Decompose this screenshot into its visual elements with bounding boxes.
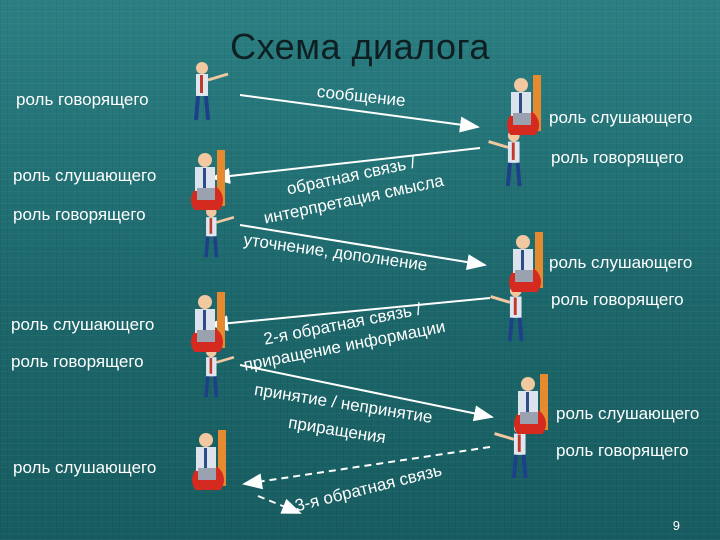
speaker-figure-icon xyxy=(490,284,524,342)
right-role-listener-1: роль слушающего xyxy=(549,108,693,127)
right-role-speaker-1: роль говорящего xyxy=(551,148,684,167)
speaker-figure-icon xyxy=(194,62,229,121)
speaker-figure-icon xyxy=(204,346,235,398)
speaker-figure-icon xyxy=(204,206,235,258)
arrow-message xyxy=(239,94,480,133)
right-role-speaker-2: роль говорящего xyxy=(551,290,684,309)
listener-figure-icon xyxy=(507,75,541,135)
arrow-second-feedback xyxy=(208,297,491,332)
listener-figure-icon xyxy=(509,232,543,292)
listener-figure-icon xyxy=(191,150,225,210)
left-role-listener-1: роль слушающего xyxy=(13,166,157,185)
arrow-acceptance xyxy=(239,364,494,422)
arrow-feedback xyxy=(210,147,481,184)
left-role-speaker-3: роль говорящего xyxy=(11,352,144,371)
arrow-third-feedback-down xyxy=(257,495,302,514)
left-role-speaker-2: роль говорящего xyxy=(13,205,146,224)
listener-figure-icon xyxy=(514,374,548,434)
left-role-speaker-1: роль говорящего xyxy=(16,90,149,109)
speaker-figure-icon xyxy=(488,129,522,187)
arrow-third-feedback-up xyxy=(242,446,491,490)
page-title: Схема диалога xyxy=(230,26,490,67)
left-role-listener-2: роль слушающего xyxy=(11,315,155,334)
listener-figure-icon xyxy=(191,292,225,352)
listener-figure-icon xyxy=(192,430,226,490)
arrow-clarification xyxy=(239,224,487,270)
right-role-listener-2: роль слушающего xyxy=(549,253,693,272)
right-role-speaker-3: роль говорящего xyxy=(556,441,689,460)
right-role-listener-3: роль слушающего xyxy=(556,404,700,423)
left-role-listener-3: роль слушающего xyxy=(13,458,157,477)
page-number: 9 xyxy=(672,518,680,533)
